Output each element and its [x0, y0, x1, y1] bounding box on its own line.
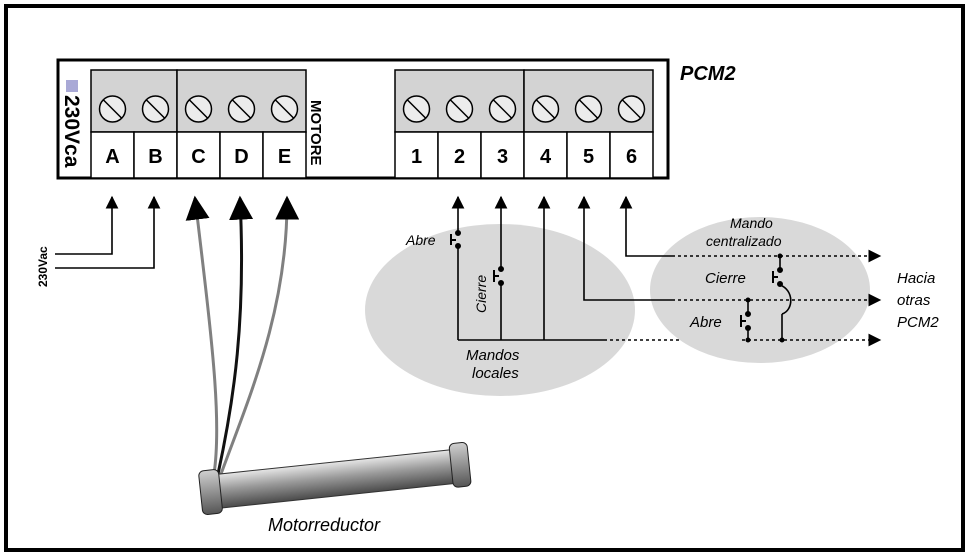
control-terminal-label-6: 6 — [626, 146, 637, 168]
control-terminal-label-5: 5 — [583, 146, 594, 168]
terminal-cell — [176, 131, 221, 179]
central-close-switch-icon — [772, 267, 783, 287]
supply-marker — [66, 80, 78, 92]
supply-wire-b — [55, 195, 161, 269]
local-title-line1: Mandos — [466, 347, 520, 364]
board-model: PCM2 — [680, 63, 736, 85]
motor-label-text: Motorreductor — [268, 515, 381, 535]
terminal-label-A: A — [105, 146, 119, 168]
control-terminal-screw-icon — [574, 95, 603, 123]
terminal-cell — [262, 131, 307, 179]
motor-wire-d — [216, 195, 254, 475]
control-terminal-screw-icon — [488, 95, 517, 123]
motor-tube — [198, 442, 472, 516]
right-terminal-block: 1 2 3 4 5 6 — [394, 69, 654, 179]
pcm2-board: 230Vca A B C D E MOTORE 1 2 3 4 5 6 PCM2 — [56, 58, 736, 180]
central-controls: Cierre Abre Mando centralizado — [577, 195, 882, 363]
control-terminal-screw-icon — [445, 95, 474, 123]
central-controls-ellipse — [650, 217, 870, 363]
local-controls: Abre Cierre Mandos locales — [365, 195, 742, 396]
central-title-line1: Mando — [730, 215, 773, 231]
control-terminal-screw-icon — [402, 95, 431, 123]
terminal-cell — [219, 131, 264, 179]
left-terminal-block: A B C D E — [90, 69, 307, 179]
terminal-label-B: B — [148, 146, 162, 168]
local-open-label: Abre — [405, 232, 436, 248]
control-terminal-cell — [394, 131, 439, 179]
control-terminal-screw-icon — [617, 95, 646, 123]
central-open-label: Abre — [689, 314, 722, 331]
supply-label: 230Vca — [60, 95, 83, 168]
control-terminal-label-2: 2 — [454, 146, 465, 168]
supply-wire-a — [55, 195, 119, 255]
outputs-line2: otras — [897, 292, 931, 309]
local-close-label: Cierre — [473, 275, 489, 313]
terminal-label-D: D — [234, 146, 248, 168]
terminal-screw-icon — [184, 95, 213, 123]
control-terminal-label-3: 3 — [497, 146, 508, 168]
motor-wires — [185, 195, 300, 475]
control-terminal-cell — [609, 131, 654, 179]
control-terminal-label-4: 4 — [540, 146, 552, 168]
central-open-switch-icon — [740, 311, 751, 331]
supply-input-label: 230Vac — [36, 246, 50, 287]
motor-label: MOTORE — [307, 100, 324, 166]
motor-wire-c — [185, 195, 219, 475]
central-close-label: Cierre — [705, 270, 746, 287]
terminal-label-C: C — [191, 146, 205, 168]
local-title-line2: locales — [472, 365, 519, 382]
terminal-label-E: E — [278, 146, 291, 168]
local-close-switch-icon — [493, 266, 504, 286]
control-terminal-label-1: 1 — [411, 146, 422, 168]
terminal-screw-icon — [98, 95, 127, 123]
terminal-cell — [133, 131, 178, 179]
outputs-line3: PCM2 — [897, 314, 939, 331]
terminal-screw-icon — [141, 95, 170, 123]
motor-wire-e — [219, 195, 300, 475]
control-terminal-cell — [523, 131, 568, 179]
terminal-screw-icon — [270, 95, 299, 123]
control-terminal-screw-icon — [531, 95, 560, 123]
outputs-label: Hacia otras PCM2 — [897, 270, 939, 331]
local-open-switch-icon — [450, 230, 461, 249]
central-title-line2: centralizado — [706, 233, 782, 249]
terminal-screw-icon — [227, 95, 256, 123]
supply-wiring — [55, 195, 161, 269]
local-controls-ellipse — [365, 224, 635, 396]
outputs-line1: Hacia — [897, 270, 935, 287]
